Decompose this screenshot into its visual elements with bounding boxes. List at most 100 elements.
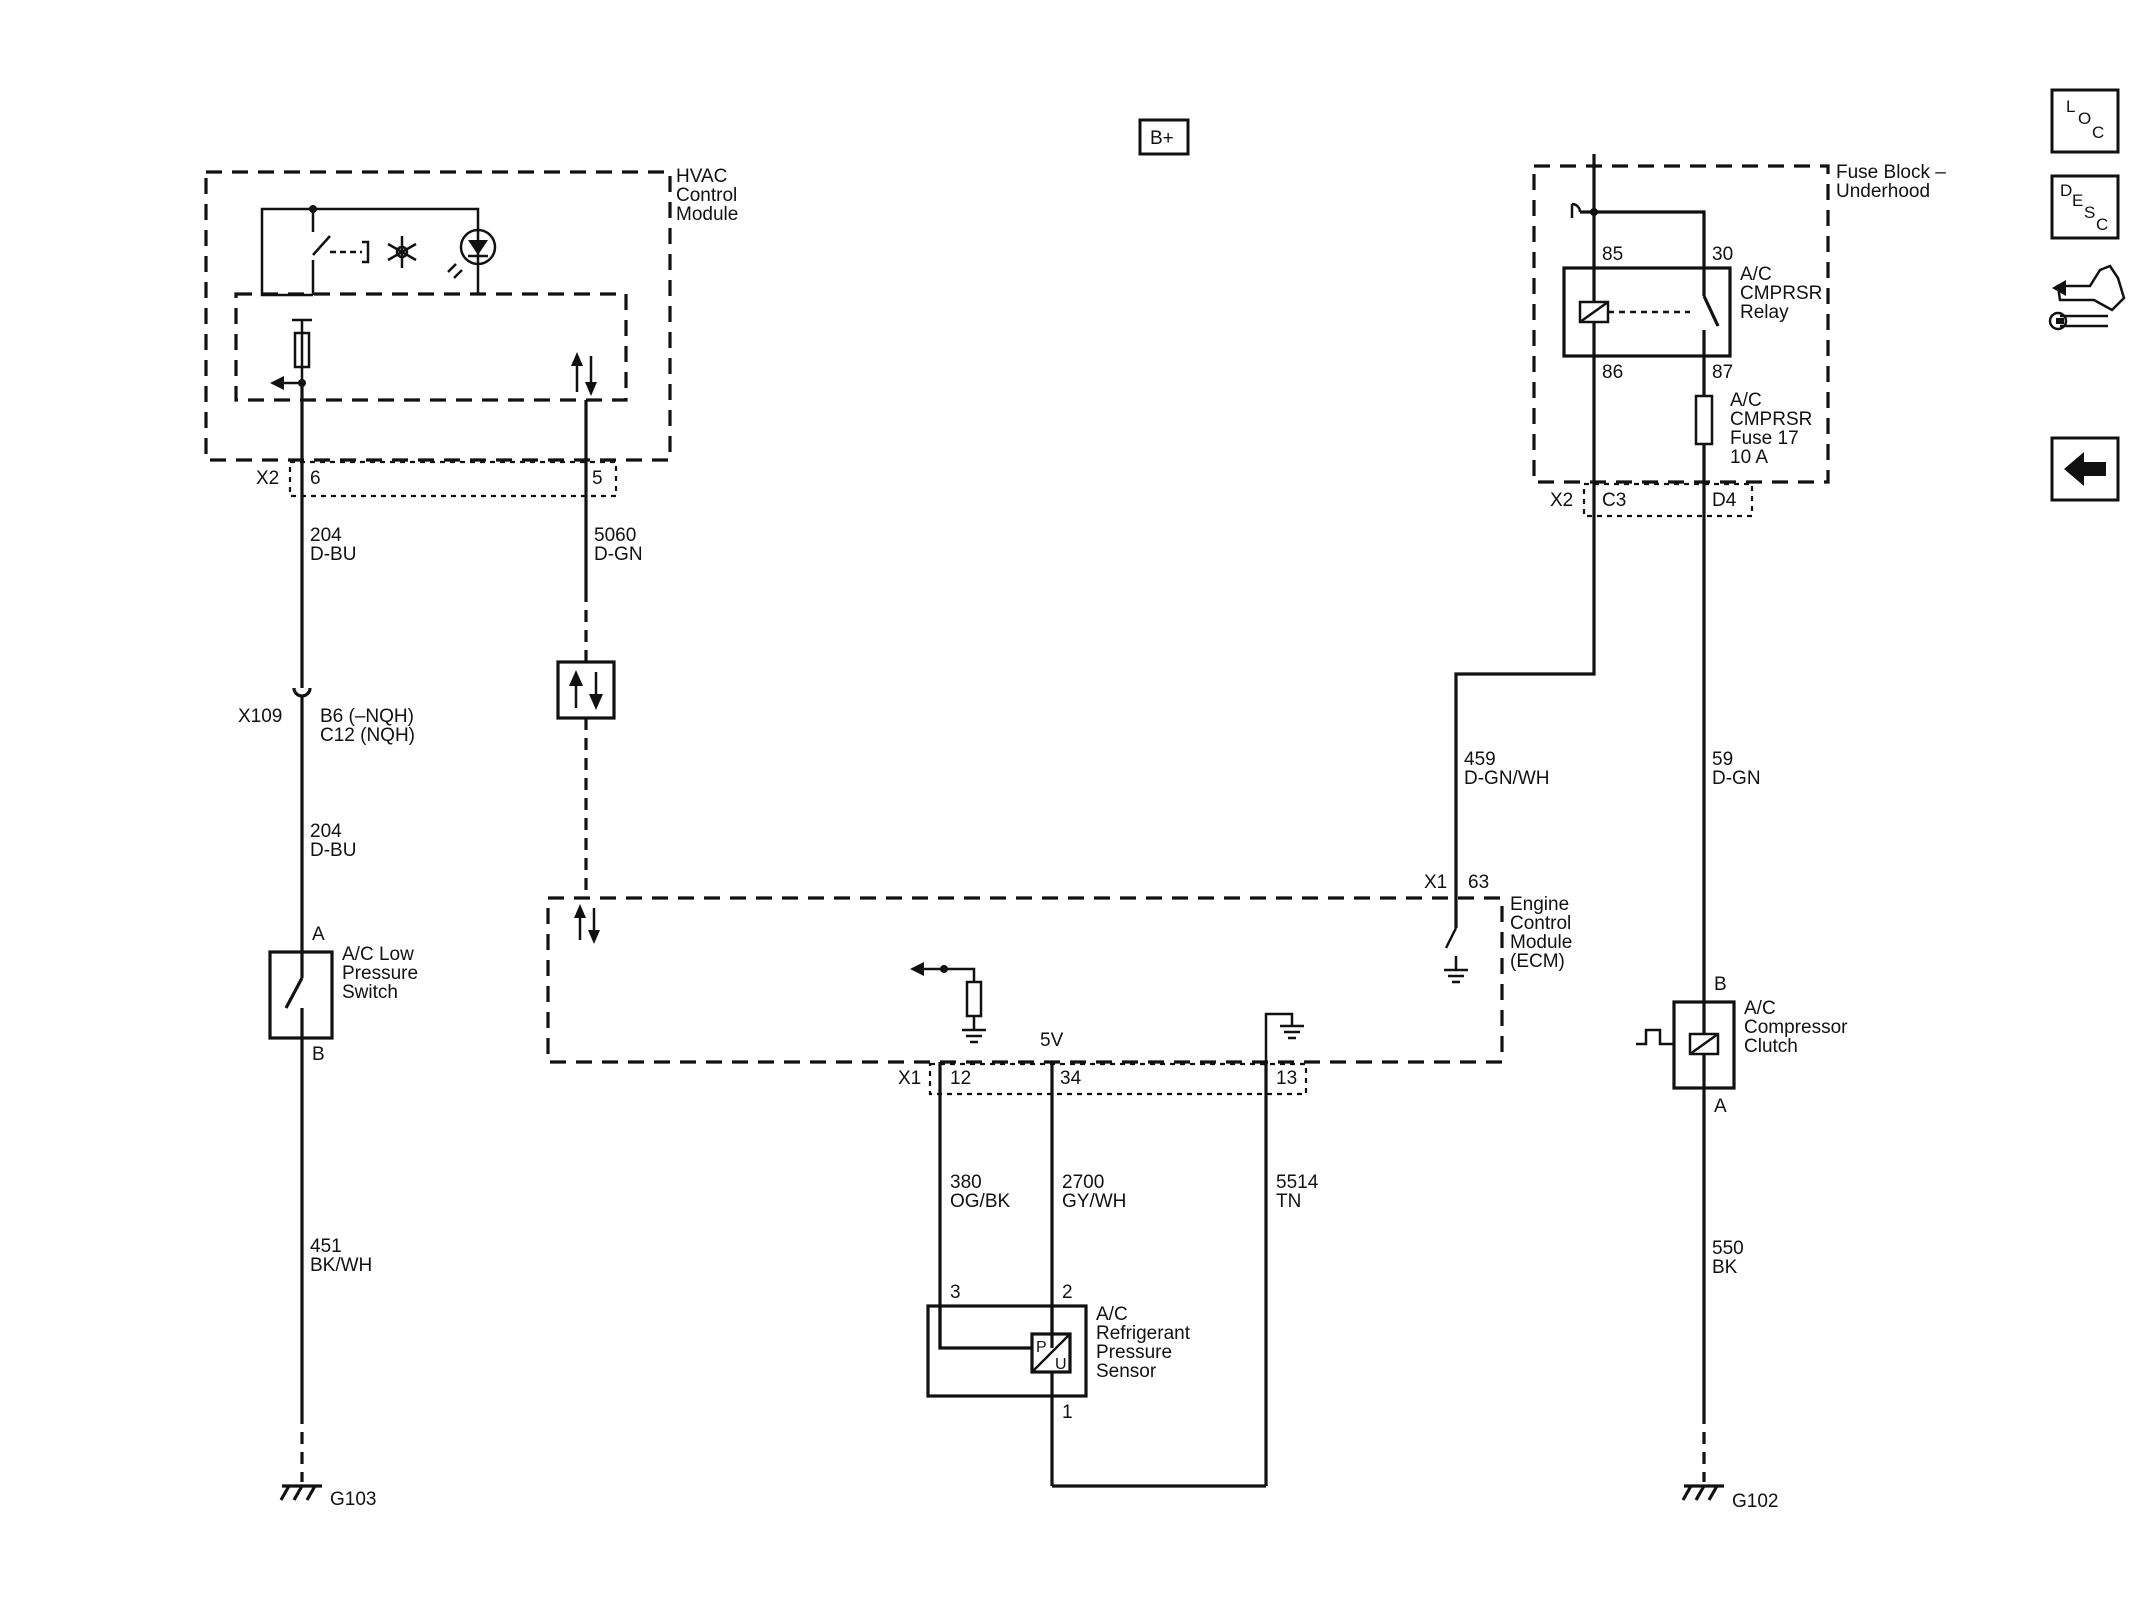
sensor-pin-1: 1 [1062, 1402, 1073, 1423]
serial-data-arrows-icon [571, 352, 597, 396]
wire-204-bottom-color: D-BU [310, 840, 356, 861]
signal-input-arrow-icon [910, 962, 924, 976]
fuse-block-pin-d4: D4 [1712, 490, 1737, 511]
sensor-label-line2: Refrigerant [1096, 1323, 1191, 1344]
snowflake-icon [387, 236, 417, 268]
hvac-label-line3: Module [676, 204, 738, 225]
wire-451-color: BK/WH [310, 1255, 372, 1276]
clutch-coil-symbol-icon [1636, 1028, 1674, 1046]
wire-204-bottom-circuit: 204 [310, 821, 342, 842]
inline-connector-id: X109 [238, 706, 282, 727]
sensor-pin-2: 2 [1062, 1282, 1073, 1303]
sensor-label-line4: Sensor [1096, 1361, 1157, 1382]
compressor-relay: 85 30 86 87 A/C CMPRSR Relay [1562, 244, 1822, 383]
loc-letter-o: O [2078, 109, 2091, 128]
clutch-label-line2: Compressor [1744, 1017, 1848, 1038]
wire-451-circuit: 451 [310, 1236, 342, 1257]
ecm-pin-13: 13 [1276, 1068, 1297, 1089]
location-button[interactable]: L O C [2050, 88, 2120, 154]
fuse-block-pin-c3: C3 [1602, 490, 1626, 511]
clutch-label-line1: A/C [1744, 998, 1776, 1019]
switch-label-line2: Pressure [342, 963, 418, 984]
relay-pin-30: 30 [1712, 244, 1733, 265]
loc-letter-l: L [2066, 97, 2075, 116]
fuse-label-line2: CMPRSR [1730, 409, 1812, 430]
hvac-pin-6: 6 [310, 468, 321, 489]
inline-connector-pin-2: C12 (NQH) [320, 725, 415, 746]
wire-2700-circuit: 2700 [1062, 1172, 1104, 1193]
fuse-label-line3: Fuse 17 [1730, 428, 1799, 449]
wire-204-top-color: D-BU [310, 544, 356, 565]
hvac-label-line1: HVAC [676, 166, 727, 187]
switch-pin-b: B [312, 1044, 325, 1065]
battery-terminal [1138, 118, 1190, 156]
ecm-pin-63: 63 [1468, 872, 1489, 893]
switch-label-line1: A/C Low [342, 944, 414, 965]
clutch-label-line3: Clutch [1744, 1036, 1798, 1057]
relay-label-line2: CMPRSR [1740, 283, 1822, 304]
engine-control-module: Engine Control Module (ECM) X1 63 5V X1 … [546, 872, 1572, 1096]
wire-59-circuit: 59 [1712, 749, 1733, 770]
ecm-label-line3: Module [1510, 932, 1572, 953]
sensor-symbol-p: P [1036, 1339, 1047, 1356]
switch-label-line3: Switch [342, 982, 398, 1003]
wire-380-circuit: 380 [950, 1172, 982, 1193]
hvac-label-line2: Control [676, 185, 737, 206]
ecm-top-connector-id: X1 [1424, 872, 1447, 893]
refrigerant-pressure-sensor: P U 3 2 1 A/C Refrigerant Pressure Senso… [926, 1282, 1191, 1486]
wire-459-color: D-GN/WH [1464, 768, 1549, 789]
fuse-block-connector-id: X2 [1550, 490, 1573, 511]
desc-letter-c: C [2096, 215, 2108, 234]
hand-wrench-icon [2048, 264, 2126, 331]
ecm-label-line2: Control [1510, 913, 1571, 934]
relay-label-line1: A/C [1740, 264, 1772, 285]
relay-control-circuit: 459 D-GN/WH [1454, 356, 1596, 898]
back-button[interactable] [2050, 436, 2120, 502]
ecm-serial-arrows-icon [574, 904, 600, 944]
description-button[interactable]: D E S C [2050, 174, 2120, 240]
wire-5060-color: D-GN [594, 544, 643, 565]
fuse-block-label-line1: Fuse Block – [1836, 162, 1946, 183]
wire-5514-color: TN [1276, 1191, 1301, 1212]
wire-5514-circuit: 5514 [1276, 1172, 1319, 1193]
clutch-pin-a: A [1714, 1096, 1727, 1117]
inline-connector-icon [292, 687, 312, 698]
indicator-lamp-icon [447, 228, 497, 279]
ecm-label-line4: (ECM) [1510, 951, 1565, 972]
sensor-label-line1: A/C [1096, 1304, 1128, 1325]
compressor-clutch-circuit: 59 D-GN B A A/C Compressor Clutch 550 BK… [1636, 482, 1848, 1512]
hvac-pin-5: 5 [592, 468, 603, 489]
fuse-label-line4: 10 A [1730, 447, 1768, 468]
ecm-pin-12: 12 [950, 1068, 971, 1089]
repair-procedure-button[interactable] [2048, 264, 2126, 331]
sensor-symbol-u: U [1055, 1356, 1067, 1373]
wire-550-color: BK [1712, 1257, 1738, 1278]
switch-pin-a: A [312, 924, 325, 945]
ground-g102-label: G102 [1732, 1491, 1778, 1512]
output-arrow-icon [270, 376, 284, 390]
inline-connector-pin-1: B6 (–NQH) [320, 706, 414, 727]
ecm-bottom-connector-id: X1 [898, 1068, 921, 1089]
clutch-pin-b: B [1714, 974, 1727, 995]
fuse-block-label-line2: Underhood [1836, 181, 1930, 202]
fuse-label-line1: A/C [1730, 390, 1762, 411]
sensor-label-line3: Pressure [1096, 1342, 1172, 1363]
relay-pin-87: 87 [1712, 362, 1733, 383]
serial-data-link-icon [556, 660, 616, 720]
fuse-block-underhood: B+ Fuse Block – Underhood 85 30 86 87 A/… [1138, 118, 1946, 518]
low-pressure-switch: A B A/C Low Pressure Switch [268, 924, 418, 1065]
wire-380-color: OG/BK [950, 1191, 1011, 1212]
loc-letter-c: C [2092, 123, 2104, 142]
back-arrow-icon [2064, 452, 2106, 486]
ground-g103-icon [279, 1484, 322, 1501]
serial-data-circuit: 5060 D-GN [556, 400, 643, 898]
hvac-connector-id: X2 [256, 468, 279, 489]
desc-letter-s: S [2084, 203, 2095, 222]
ground-g103-label: G103 [330, 1489, 376, 1510]
wire-5060-circuit: 5060 [594, 525, 636, 546]
ecm-pin-34: 34 [1060, 1068, 1082, 1089]
pressure-sensor-circuit: 380 OG/BK 2700 GY/WH 5514 TN P U 3 2 1 A… [926, 1062, 1319, 1488]
wire-459-circuit: 459 [1464, 749, 1496, 770]
ground-g102-icon [1681, 1484, 1724, 1501]
